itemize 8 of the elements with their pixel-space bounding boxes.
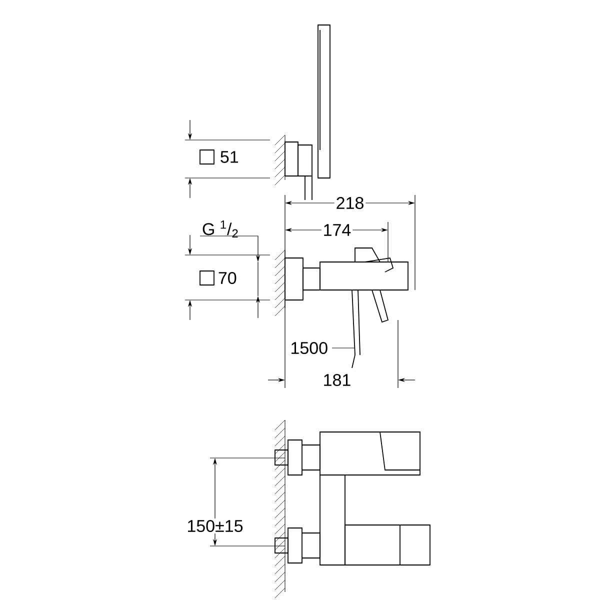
dimension-label: 174 <box>321 222 353 238</box>
dimension-label: 1500 <box>292 342 328 354</box>
dimension-label: G $^{1}$/$_{2}$ <box>202 220 238 238</box>
dimension-label: 70 <box>218 272 236 284</box>
dimension-label: 51 <box>220 151 238 163</box>
dimension-label: 218 <box>334 196 366 211</box>
dimension-label: 181 <box>321 372 353 388</box>
dimension-label: 150±15 <box>185 518 245 534</box>
